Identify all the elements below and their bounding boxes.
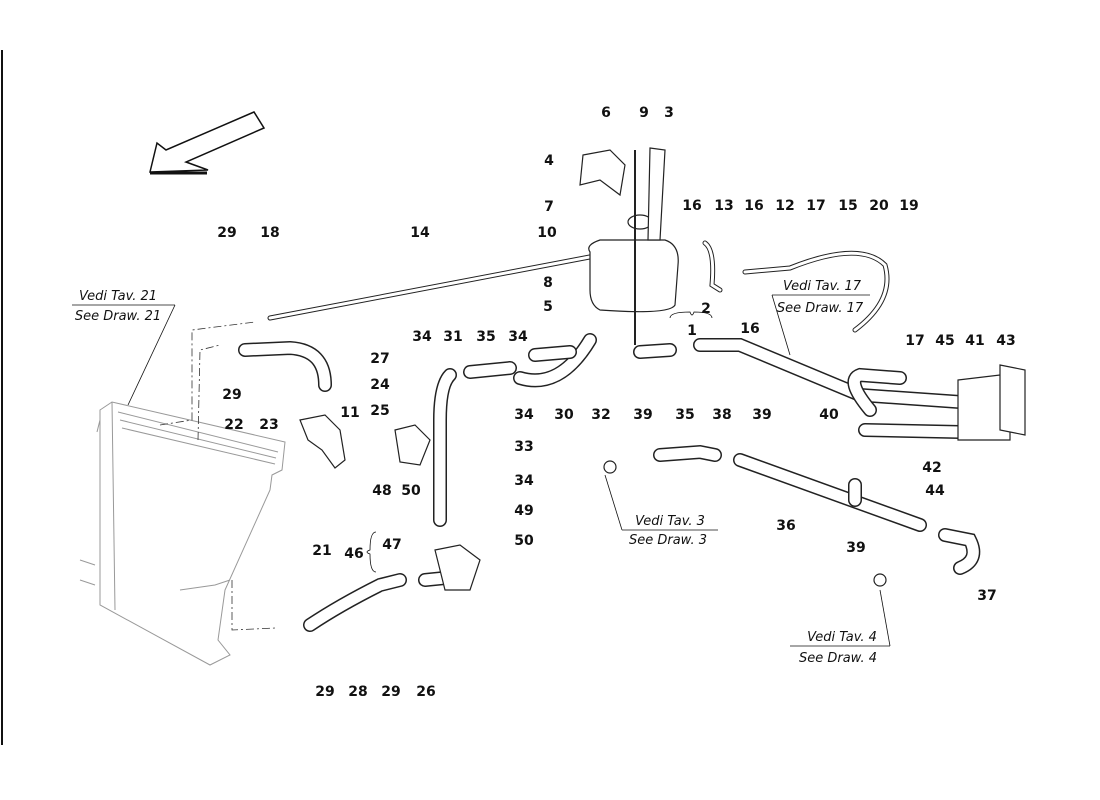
part-label: 29 [381,684,400,700]
part-label: 2 [701,301,711,317]
part-label: 49 [514,503,533,519]
reference-see-draw-17: See Draw. 17 [777,301,864,316]
part-label: 34 [412,329,432,345]
hoses [238,240,981,632]
part-label: 7 [544,199,554,215]
part-label: 16 [682,198,701,214]
part-label: 4 [544,153,554,169]
part-label: 38 [712,407,731,423]
part-label: 20 [869,198,889,214]
part-label: 34 [508,329,528,345]
part-label: 13 [714,198,733,214]
part-label: 9 [639,105,649,121]
reference-vedi-tav-21: Vedi Tav. 21 [79,289,157,304]
part-label: 25 [370,403,389,419]
reference-note-17: Vedi Tav. 17 See Draw. 17 [771,279,870,356]
alignment-line [197,344,221,441]
part-label: 6 [601,105,611,121]
part-label: 3 [664,105,674,121]
part-label: 34 [514,407,534,423]
part-label: 29 [217,225,236,241]
alignment-line [231,580,276,631]
part-label: 19 [899,198,918,214]
part-label: 35 [675,407,694,423]
reference-vedi-tav-4: Vedi Tav. 4 [807,630,877,645]
part-label: 33 [514,439,533,455]
part-label: 39 [752,407,771,423]
part-label: 42 [922,460,941,476]
part-label: 16 [740,321,759,337]
part-label: 28 [348,684,367,700]
part-label: 39 [633,407,652,423]
arrow-down-left-icon [149,111,266,173]
part-label: 31 [443,329,462,345]
part-label: 22 [224,417,243,433]
reference-see-draw-4: See Draw. 4 [799,651,877,666]
part-label: 32 [591,407,610,423]
part-label: 12 [775,198,794,214]
part-label: 29 [222,387,241,403]
part-label: 11 [340,405,359,421]
part-label: 24 [370,377,390,393]
part-label: 39 [846,540,865,556]
group-bracket-1 [669,311,713,319]
part-label: 35 [476,329,495,345]
part-label: 21 [312,543,331,559]
part-label: 44 [925,483,945,499]
part-label: 16 [744,198,763,214]
alignment-line [159,321,256,426]
part-label: 5 [543,299,553,315]
part-label: 41 [965,333,984,349]
part-label: 36 [776,518,795,534]
part-label: 47 [382,537,401,553]
reference-see-draw-3: See Draw. 3 [629,533,707,548]
part-label: 48 [372,483,391,499]
part-label: 50 [401,483,421,499]
part-label: 26 [416,684,435,700]
reference-note-4: Vedi Tav. 4 See Draw. 4 [790,589,891,666]
group-bracket-46 [366,531,377,573]
part-label: 18 [260,225,279,241]
part-label: 46 [344,546,363,562]
part-label: 1 [687,323,697,339]
part-label: 43 [996,333,1015,349]
part-label: 14 [410,225,430,241]
part-label: 34 [514,473,534,489]
part-label: 30 [554,407,574,423]
reference-note-21: Vedi Tav. 21 See Draw. 21 [72,289,176,406]
part-label: 17 [905,333,924,349]
part-label: 10 [537,225,557,241]
radiator [79,401,286,666]
part-label: 8 [543,275,553,291]
part-label: 29 [315,684,334,700]
part-label: 40 [819,407,839,423]
part-label: 45 [935,333,954,349]
reference-vedi-tav-17: Vedi Tav. 17 [783,279,862,294]
part-label: 17 [806,198,825,214]
part-label: 23 [259,417,278,433]
expansion-tank [299,147,1026,591]
part-label: 37 [977,588,996,604]
reference-note-3: Vedi Tav. 3 See Draw. 3 [604,474,718,548]
part-label: 27 [370,351,389,367]
part-label: 15 [838,198,857,214]
part-label: 50 [514,533,534,549]
reference-vedi-tav-3: Vedi Tav. 3 [635,514,705,529]
reference-see-draw-21: See Draw. 21 [75,309,161,324]
